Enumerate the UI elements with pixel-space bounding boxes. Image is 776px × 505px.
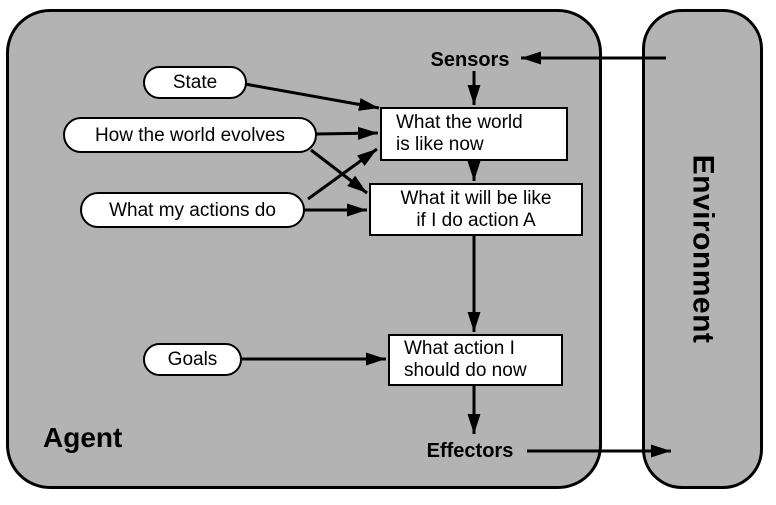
what-my-actions-do-label: What my actions do bbox=[109, 199, 276, 221]
evolves-to-prediction-arrow bbox=[310, 148, 368, 195]
environment-panel bbox=[642, 9, 763, 489]
agent-panel bbox=[6, 9, 602, 489]
world-now-box: What the world is like now bbox=[380, 107, 568, 161]
action-box-line1: What action I bbox=[404, 338, 515, 359]
effectors-label: Effectors bbox=[426, 440, 514, 462]
how-the-world-evolves-label: How the world evolves bbox=[94, 124, 286, 146]
sensors-label: Sensors bbox=[430, 49, 510, 71]
state-oval-label: State bbox=[172, 72, 218, 93]
action-box-line2: should do now bbox=[404, 360, 527, 381]
prediction-box-line1: What it will be like bbox=[400, 187, 552, 209]
agent-label: Agent bbox=[43, 422, 123, 453]
state-to-world-now-arrow bbox=[244, 82, 380, 111]
world-now-box-line2: is like now bbox=[396, 134, 484, 155]
goals-oval: Goals bbox=[143, 343, 242, 376]
world-now-box-line1: What the world bbox=[396, 112, 523, 133]
prediction-box-line2: if I do action A bbox=[416, 209, 536, 231]
how-the-world-evolves-oval: How the world evolves bbox=[63, 117, 317, 153]
prediction-box: What it will be like if I do action A bbox=[369, 183, 583, 236]
evolves-to-world-now-arrow bbox=[315, 126, 379, 140]
what-my-actions-do-oval: What my actions do bbox=[80, 192, 305, 228]
goals-oval-label: Goals bbox=[167, 349, 218, 370]
action-box: What action I should do now bbox=[388, 334, 563, 386]
state-oval: State bbox=[143, 66, 247, 99]
